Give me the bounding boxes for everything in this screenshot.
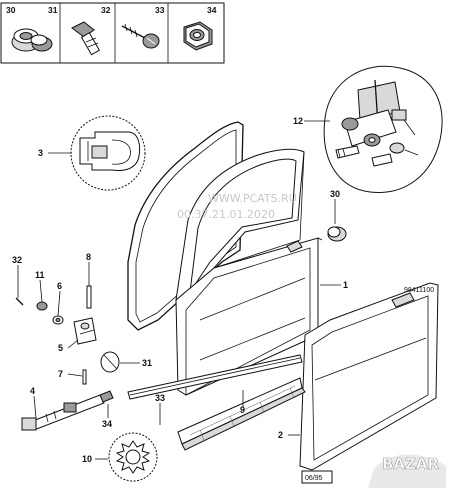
strip-label-33: 33 xyxy=(155,5,165,15)
bracket-5 xyxy=(73,317,97,345)
front-door-frame xyxy=(175,148,323,396)
door-plug-30 xyxy=(327,226,347,242)
date-box xyxy=(301,470,333,484)
outer-door-skin xyxy=(299,282,439,471)
watermark-line-1: WWW.PCATS.RU xyxy=(208,192,297,205)
callout-11: 11 xyxy=(35,270,45,280)
callout-1: 1 xyxy=(343,280,348,290)
callout-labels: 3 12 30 1 2 9 32 11 6 8 5 7 4 31 34 33 1… xyxy=(12,116,348,464)
pin-8 xyxy=(86,285,92,309)
bolt-34 xyxy=(99,390,114,403)
strip-label-34: 34 xyxy=(207,5,217,15)
strip-label-32: 32 xyxy=(101,5,111,15)
leader-lines xyxy=(17,120,341,460)
callout-30-door: 30 xyxy=(330,189,340,199)
callout-32: 32 xyxy=(12,255,22,265)
callout-33: 33 xyxy=(155,393,165,403)
cap-part-31 xyxy=(100,351,120,373)
callout-10: 10 xyxy=(82,454,92,464)
nut-part-34 xyxy=(183,21,213,51)
bolt-part-32 xyxy=(71,21,101,56)
reference-number: 98411100 xyxy=(404,287,434,294)
callout-7: 7 xyxy=(58,369,63,379)
pin-7 xyxy=(82,369,87,385)
callout-3: 3 xyxy=(38,148,43,158)
strip-label-31: 31 xyxy=(48,5,58,15)
callout-12: 12 xyxy=(293,116,303,126)
callout-6: 6 xyxy=(57,281,62,291)
strip-label-30: 30 xyxy=(6,5,16,15)
hinge-assembly-detail xyxy=(323,65,443,193)
washer-11 xyxy=(36,301,48,311)
screw-32 xyxy=(15,297,24,306)
callout-4: 4 xyxy=(30,386,35,396)
bazar-logo: BAZAR xyxy=(368,454,446,488)
callout-8: 8 xyxy=(86,252,91,262)
check-strap-4 xyxy=(21,394,105,431)
callout-34: 34 xyxy=(102,419,112,429)
star-washer-10 xyxy=(108,432,158,482)
callout-2: 2 xyxy=(278,430,283,440)
watermark-line-2: 00.37.21.01.2020 xyxy=(177,208,275,221)
grommet-part-31 xyxy=(30,34,53,52)
date-box-text: 06/95 xyxy=(305,475,323,482)
left-small-parts xyxy=(15,285,158,482)
footer: 06/95 98411100 xyxy=(301,287,434,484)
watermark: WWW.PCATS.RU 00.37.21.01.2020 xyxy=(177,192,297,221)
screw-part-33 xyxy=(121,23,160,49)
callout-31: 31 xyxy=(142,358,152,368)
callout-9: 9 xyxy=(240,405,245,415)
seal-rod xyxy=(127,354,303,400)
sill-strip xyxy=(177,377,306,451)
callout-5: 5 xyxy=(58,343,63,353)
top-parts-strip: 30 31 32 33 34 xyxy=(0,2,225,64)
bazar-logo-text: BAZAR xyxy=(382,455,440,473)
seal-section-detail xyxy=(70,115,146,191)
